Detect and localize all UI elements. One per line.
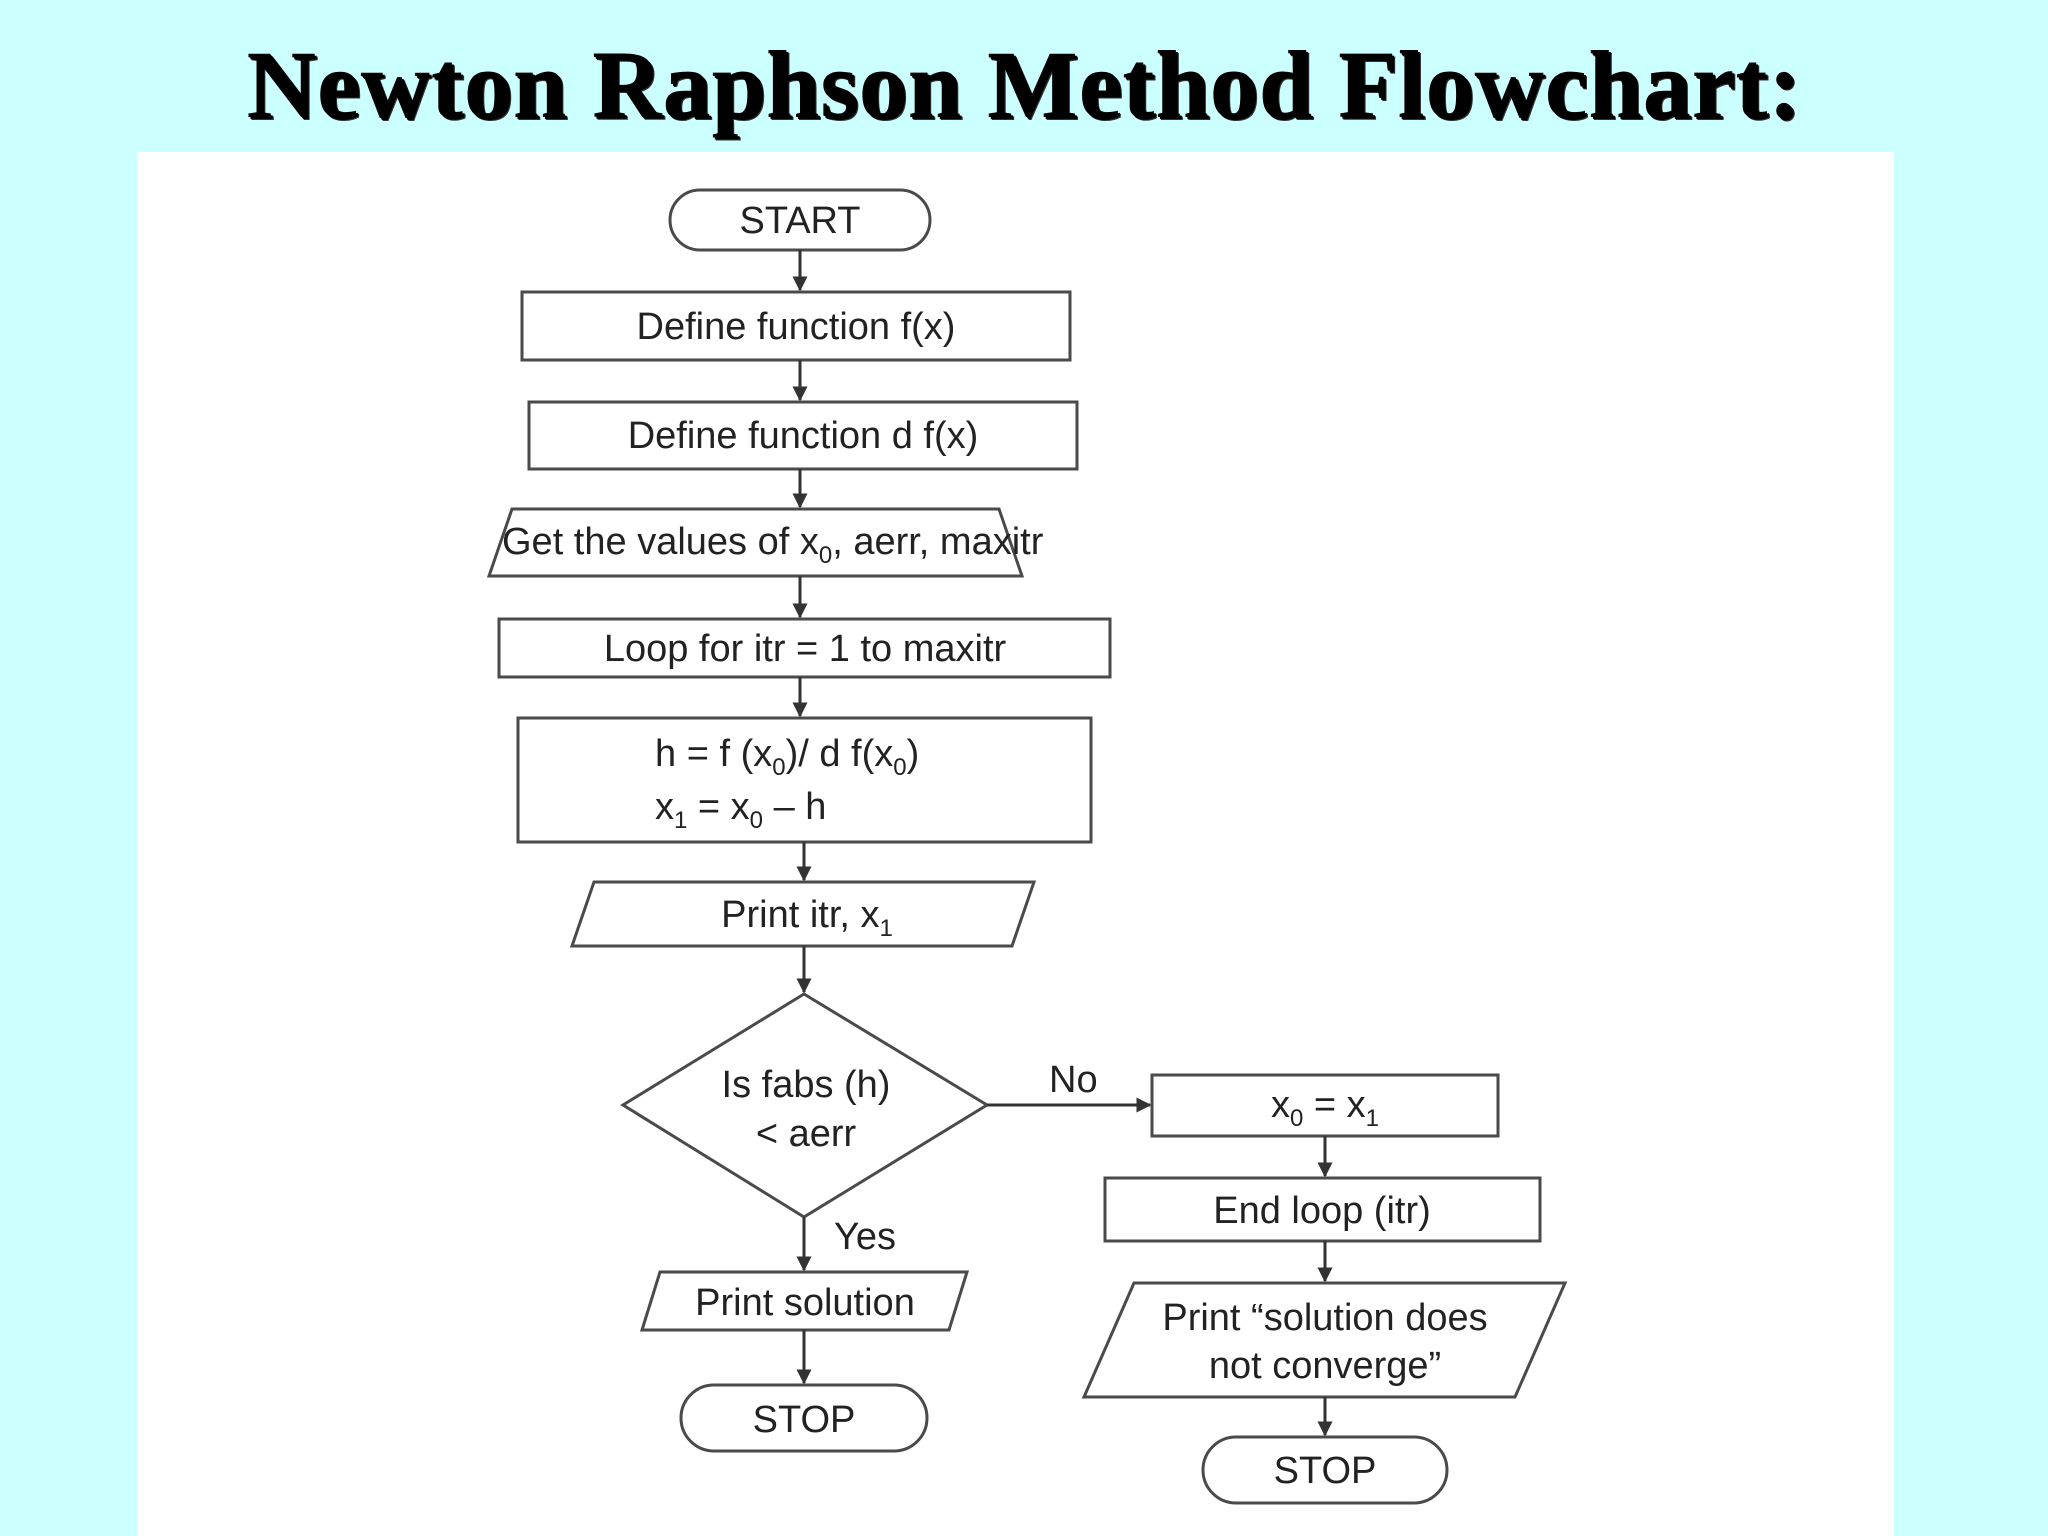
decision-line1: Is fabs (h) xyxy=(722,1064,891,1106)
yes-edge-label: Yes xyxy=(834,1216,896,1258)
get-values-label: Get the values of x0, aerr, maxitr xyxy=(502,521,1044,569)
print-itr-output: Print itr, x1 xyxy=(569,880,1037,948)
stop-right-terminal: STOP xyxy=(1201,1435,1449,1505)
compute-h-label: h = f (x0)/ d f(x0) xyxy=(655,733,919,781)
loop-start-label: Loop for itr = 1 to maxitr xyxy=(604,628,1007,670)
stop-left-terminal: STOP xyxy=(679,1383,929,1453)
stop-left-label: STOP xyxy=(753,1399,856,1441)
print-solution-output: Print solution xyxy=(639,1270,970,1332)
get-values-input: Get the values of x0, aerr, maxitr xyxy=(486,507,1044,578)
print-no-converge-output: Print “solution does not converge” xyxy=(1081,1281,1568,1399)
assign-x0-label: x0 = x1 xyxy=(1271,1084,1379,1132)
define-derivative-process: Define function d f(x) xyxy=(527,400,1079,471)
start-label: START xyxy=(739,200,860,242)
end-loop-label: End loop (itr) xyxy=(1213,1190,1431,1232)
stop-right-label: STOP xyxy=(1274,1450,1377,1492)
define-function-process: Define function f(x) xyxy=(520,290,1072,362)
no-converge-line1: Print “solution does xyxy=(1162,1297,1487,1339)
assign-x0-process: x0 = x1 xyxy=(1150,1073,1500,1138)
compute-x1-label: x1 = x0 – h xyxy=(655,786,826,834)
print-itr-label: Print itr, x1 xyxy=(721,894,893,942)
compute-step-process: h = f (x0)/ d f(x0) x1 = x0 – h xyxy=(516,716,1093,844)
end-loop-process: End loop (itr) xyxy=(1103,1176,1542,1243)
no-edge-label: No xyxy=(1049,1059,1098,1101)
no-converge-line2: not converge” xyxy=(1209,1345,1441,1387)
define-derivative-label: Define function d f(x) xyxy=(628,415,979,457)
define-function-label: Define function f(x) xyxy=(637,306,956,348)
print-solution-label: Print solution xyxy=(695,1282,915,1324)
diagram-panel: START Define function f(x) Define functi… xyxy=(137,152,1894,1536)
slide-title: Newton Raphson Method Flowchart: xyxy=(246,31,1802,138)
loop-start-process: Loop for itr = 1 to maxitr xyxy=(497,617,1112,679)
decision-line2: < aerr xyxy=(756,1113,857,1155)
flowchart: START Define function f(x) Define functi… xyxy=(486,188,1568,1505)
convergence-decision: Is fabs (h) < aerr xyxy=(620,992,990,1219)
start-terminal: START xyxy=(668,188,932,252)
